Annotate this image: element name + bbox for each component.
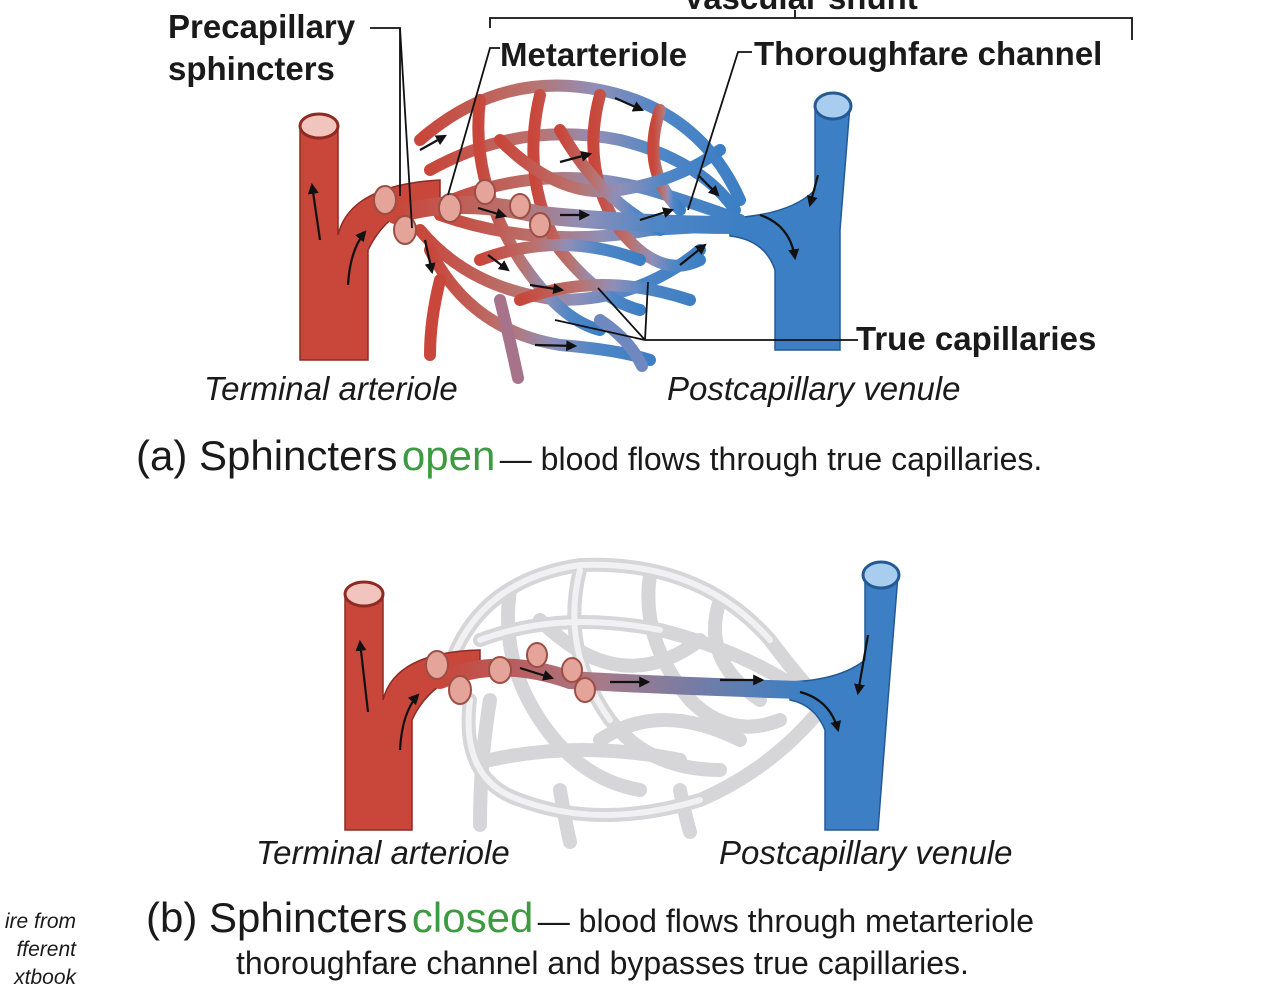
panel-b-diagram xyxy=(343,557,901,849)
postcapillary-venule-b xyxy=(789,574,899,831)
label-postcapillary-venule-b: Postcapillary venule xyxy=(719,834,1013,871)
side-note-line2: fferent xyxy=(16,938,76,961)
closed-capillary-network-b xyxy=(443,557,827,849)
caption-a-status: open xyxy=(401,432,496,479)
caption-b-rest-line1: — blood flows through metarteriole xyxy=(537,903,1034,939)
venule-opening-b xyxy=(861,560,901,590)
flow-arrows-a xyxy=(307,96,820,352)
panel-a-diagram xyxy=(298,10,1133,384)
caption-b-line1: (b) Sphincters closed — blood flows thro… xyxy=(146,894,1034,942)
label-postcapillary-venule-a: Postcapillary venule xyxy=(667,370,961,407)
label-precapillary-sphincters: Precapillary sphincters xyxy=(168,6,355,90)
arteriole-opening-a xyxy=(298,112,340,140)
label-terminal-arteriole-a: Terminal arteriole xyxy=(204,370,458,407)
true-capillary-network-a xyxy=(414,79,746,366)
label-metarteriole: Metarteriole xyxy=(500,36,688,73)
terminal-arteriole-b xyxy=(344,594,481,831)
caption-a-rest: — blood flows through true capillaries. xyxy=(499,441,1043,477)
terminal-arteriole-a xyxy=(299,124,441,361)
label-precapillary-line1: Precapillary xyxy=(168,8,356,45)
leader-lines-a xyxy=(370,10,1133,341)
side-note: ire from fferent xtbook xyxy=(0,908,76,992)
side-note-line3: xtbook xyxy=(14,966,76,989)
venule-opening-a xyxy=(813,91,853,121)
postcapillary-venule-a xyxy=(729,104,851,351)
caption-b-prefix: (b) Sphincters xyxy=(146,894,408,941)
label-vascular-shunt: Vascular shunt xyxy=(683,0,918,19)
label-true-capillaries: True capillaries xyxy=(856,320,1097,357)
flow-arrows-b xyxy=(355,634,870,751)
label-thoroughfare-channel: Thoroughfare channel xyxy=(754,35,1103,72)
caption-b-status: closed xyxy=(411,894,534,941)
arteriole-opening-b xyxy=(343,580,385,608)
label-terminal-arteriole-b: Terminal arteriole xyxy=(256,834,510,871)
label-precapillary-line2: sphincters xyxy=(168,50,335,88)
caption-a-prefix: (a) Sphincters xyxy=(136,432,398,479)
side-note-line1: ire from xyxy=(4,910,76,933)
caption-a: (a) Sphincters open — blood flows throug… xyxy=(136,432,1042,480)
caption-b-rest-line2: thoroughfare channel and bypasses true c… xyxy=(236,945,969,981)
precapillary-sphincters-a xyxy=(373,179,551,245)
precapillary-sphincters-b xyxy=(425,642,596,705)
